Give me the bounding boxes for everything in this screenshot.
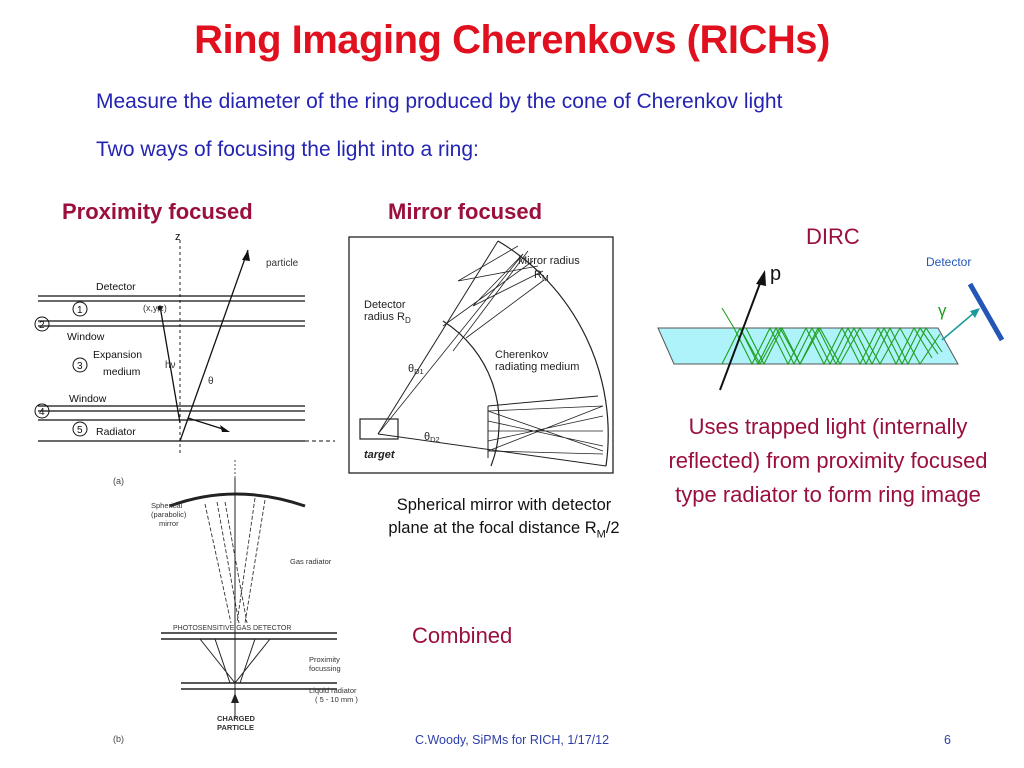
bullet-measure: Measure the diameter of the ring produce…: [96, 90, 783, 113]
rm-label: R: [534, 269, 542, 281]
layer-number-1: 1: [77, 305, 83, 316]
heading-mirror-focused: Mirror focused: [388, 199, 543, 224]
dirc-diagram: p Detector γ: [657, 255, 1005, 391]
dirc-caption-line1: Uses trapped light (internally: [688, 414, 968, 439]
mirror-caption-line2: plane at the focal distance R: [388, 519, 597, 537]
combined-mirror-label-2: (parabolic): [151, 510, 187, 519]
combined-a-label: (a): [113, 476, 124, 486]
combined-photo-label: PHOTOSENSITIVE GAS DETECTOR: [173, 625, 291, 632]
heading-combined: Combined: [412, 623, 513, 648]
page-number: 6: [944, 733, 951, 747]
svg-text:radius RD: radius RD: [364, 311, 411, 325]
combined-mirror-label-3: mirror: [159, 519, 179, 528]
slide-title: Ring Imaging Cherenkovs (RICHs): [194, 18, 830, 62]
combined-charged-label-1: CHARGED: [217, 714, 256, 723]
proximity-focused-diagram: z 1 2 3 4 5 particle (x,y,z) hν θ Detect…: [34, 231, 335, 453]
footer-credit: C.Woody, SiPMs for RICH, 1/17/12: [414, 733, 610, 747]
theta-d2-label: θ: [424, 431, 430, 443]
dirc-caption-line3: type radiator to form ring image: [675, 482, 981, 507]
hv-label: hν: [165, 360, 176, 371]
combined-prox-label-2: focussing: [309, 664, 341, 673]
medium-label-2: radiating medium: [495, 361, 579, 373]
z-axis-label: z: [175, 231, 181, 243]
combined-b-label: (b): [113, 734, 124, 744]
combined-mirror-label-1: Spherical: [151, 501, 183, 510]
xyz-label: (x,y,z): [143, 303, 167, 313]
svg-text:RM: RM: [534, 269, 549, 283]
bullet-two-ways: Two ways of focusing the light into a ri…: [96, 138, 479, 161]
theta-d1-sub: D1: [414, 367, 424, 376]
theta-d2-sub: D2: [430, 435, 440, 444]
svg-text:θD2: θD2: [424, 431, 440, 444]
label-window-bottom: Window: [69, 393, 107, 405]
rd-sub: D: [405, 316, 411, 325]
layer-number-4: 4: [39, 407, 45, 418]
mirror-focused-diagram: Mirror radius RM Detector radius RD Cher…: [348, 236, 614, 474]
theta-label: θ: [208, 376, 214, 387]
theta-d1-label: θ: [408, 363, 414, 375]
label-expansion: Expansion: [93, 349, 142, 361]
dirc-detector-label: Detector: [926, 255, 971, 269]
detector-radius-label: Detector: [364, 299, 406, 311]
mirror-caption: Spherical mirror with detector plane at …: [370, 494, 638, 546]
label-detector: Detector: [96, 281, 136, 293]
combined-prox-label-1: Proximity: [309, 655, 340, 664]
layer-number-5: 5: [77, 425, 83, 436]
mirror-caption-suffix: /2: [605, 519, 620, 537]
mirror-caption-line1: Spherical mirror with detector: [396, 496, 612, 514]
heading-dirc: DIRC: [806, 224, 860, 249]
combined-charged-label-2: PARTICLE: [217, 723, 254, 732]
combined-gas-label: Gas radiator: [290, 557, 332, 566]
target-label: target: [364, 449, 396, 461]
combined-diagram: (a) (b) Spherical (parabolic) mirror Gas…: [113, 460, 358, 744]
rm-sub: M: [542, 274, 549, 283]
detector-radius-label2: radius R: [364, 311, 405, 323]
dirc-caption: Uses trapped light (internally reflected…: [650, 410, 1006, 512]
dirc-p-label: p: [770, 263, 781, 285]
dirc-caption-line2: reflected) from proximity focused: [668, 448, 988, 473]
heading-proximity-focused: Proximity focused: [62, 199, 253, 224]
layer-number-2: 2: [39, 320, 45, 331]
label-window-top: Window: [67, 331, 105, 343]
combined-liquid-label-1: Liquid radiator: [309, 686, 357, 695]
layer-number-3: 3: [77, 361, 83, 372]
medium-label-1: Cherenkov: [495, 349, 549, 361]
dirc-gamma-label: γ: [938, 301, 947, 320]
mirror-radius-label: Mirror radius: [518, 255, 580, 267]
svg-text:θD1: θD1: [408, 363, 424, 376]
combined-liquid-label-2: ( 5 - 10 mm ): [315, 695, 358, 704]
label-radiator: Radiator: [96, 426, 136, 438]
mirror-caption-sub: M: [596, 528, 606, 541]
label-medium: medium: [103, 366, 141, 378]
particle-label: particle: [266, 258, 299, 269]
